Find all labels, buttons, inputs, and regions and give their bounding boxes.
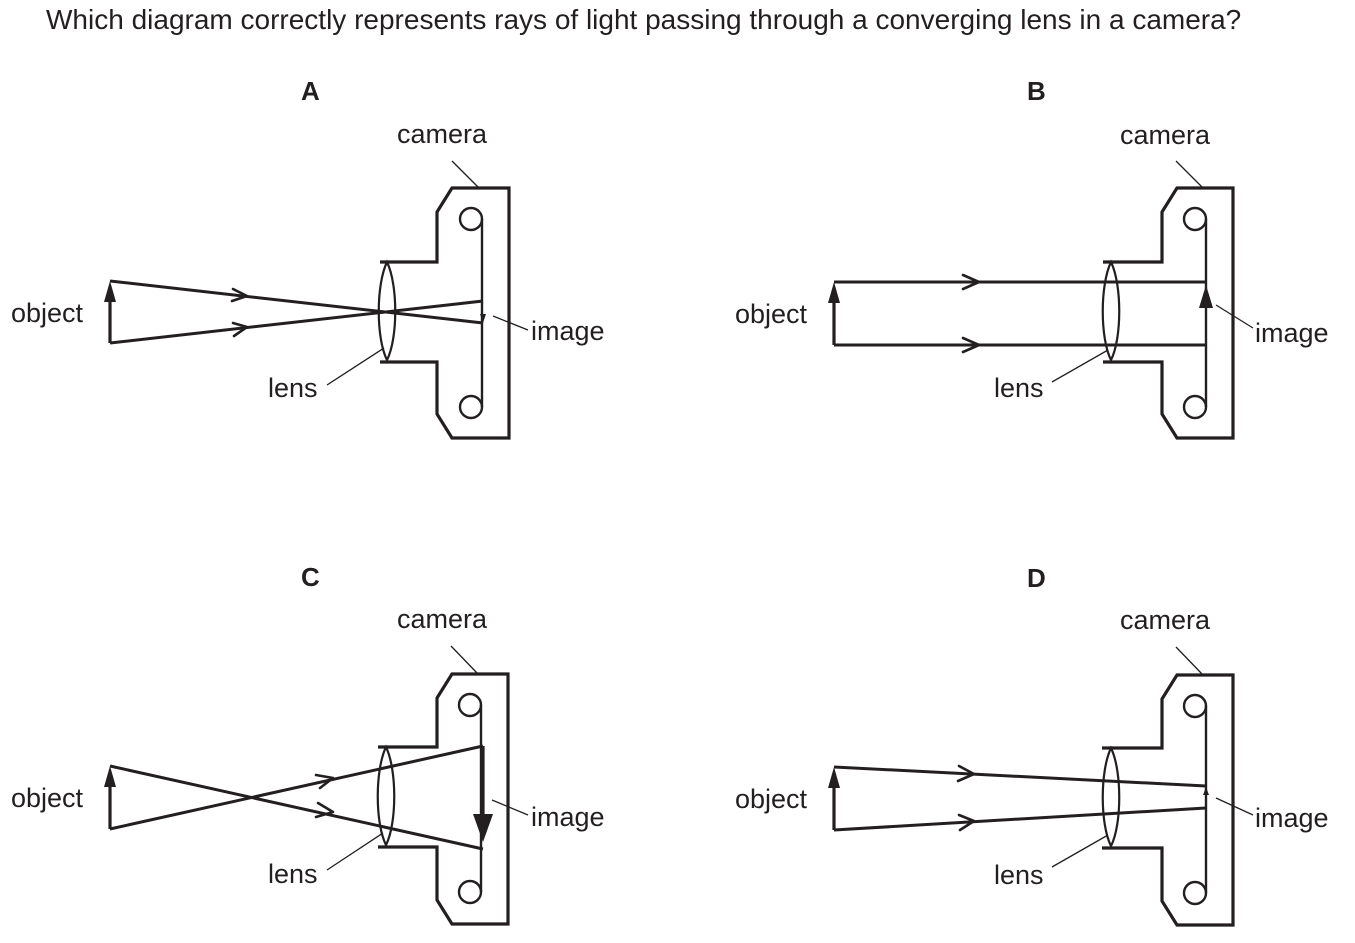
image-leader [492,315,529,331]
lens-label: lens [994,373,1044,403]
camera-label: camera [397,604,488,634]
camera-leader [451,160,480,189]
converging-lens [377,259,397,363]
image-arrow [1199,285,1213,308]
light-rays [833,764,1207,832]
object-label: object [735,784,808,814]
object-arrow [104,281,116,343]
camera-leader [450,645,479,675]
object-label: object [11,783,84,813]
question-text: Which diagram correctly represents rays … [46,4,1242,35]
option-c-letter: C [301,562,320,592]
image-arrow [1203,787,1209,795]
option-a-letter: A [301,76,320,106]
light-rays [834,273,1206,354]
option-a[interactable]: A object image lens camera [11,76,605,440]
lens-label: lens [268,859,318,889]
camera-label: camera [397,119,488,149]
option-b[interactable]: B object image lens camera [735,76,1329,440]
lens-leader [1051,834,1109,868]
object-arrow [828,767,840,830]
image-label: image [1255,803,1329,833]
camera-body [380,186,511,440]
camera-label: camera [1120,605,1211,635]
object-arrow [104,766,116,829]
lens-leader [326,347,385,386]
light-rays [109,744,484,851]
camera-leader [1175,646,1204,676]
object-arrow [828,282,840,345]
option-d-letter: D [1027,563,1046,593]
option-c[interactable]: C object image lens camera [11,562,605,926]
lens-label: lens [268,373,318,403]
image-label: image [531,316,605,346]
lens-label: lens [994,860,1044,890]
option-d[interactable]: D object image lens camera [735,563,1329,927]
image-label: image [531,802,605,832]
image-leader [491,799,529,816]
image-label: image [1255,318,1329,348]
converging-lens [1101,745,1121,849]
image-arrow [480,314,486,323]
image-leader [1215,797,1254,816]
camera-leader [1175,160,1204,189]
image-arrow [473,746,493,842]
converging-lens [1101,259,1121,363]
lens-leader [326,832,384,871]
object-label: object [735,299,808,329]
lens-leader [1051,349,1109,383]
camera-body [1103,186,1235,440]
option-b-letter: B [1027,76,1046,106]
camera-body [378,672,510,926]
converging-lens [376,744,396,848]
object-label: object [11,298,84,328]
image-leader [1215,304,1254,329]
camera-label: camera [1120,120,1211,150]
camera-body [1102,673,1235,927]
light-rays [109,279,484,345]
